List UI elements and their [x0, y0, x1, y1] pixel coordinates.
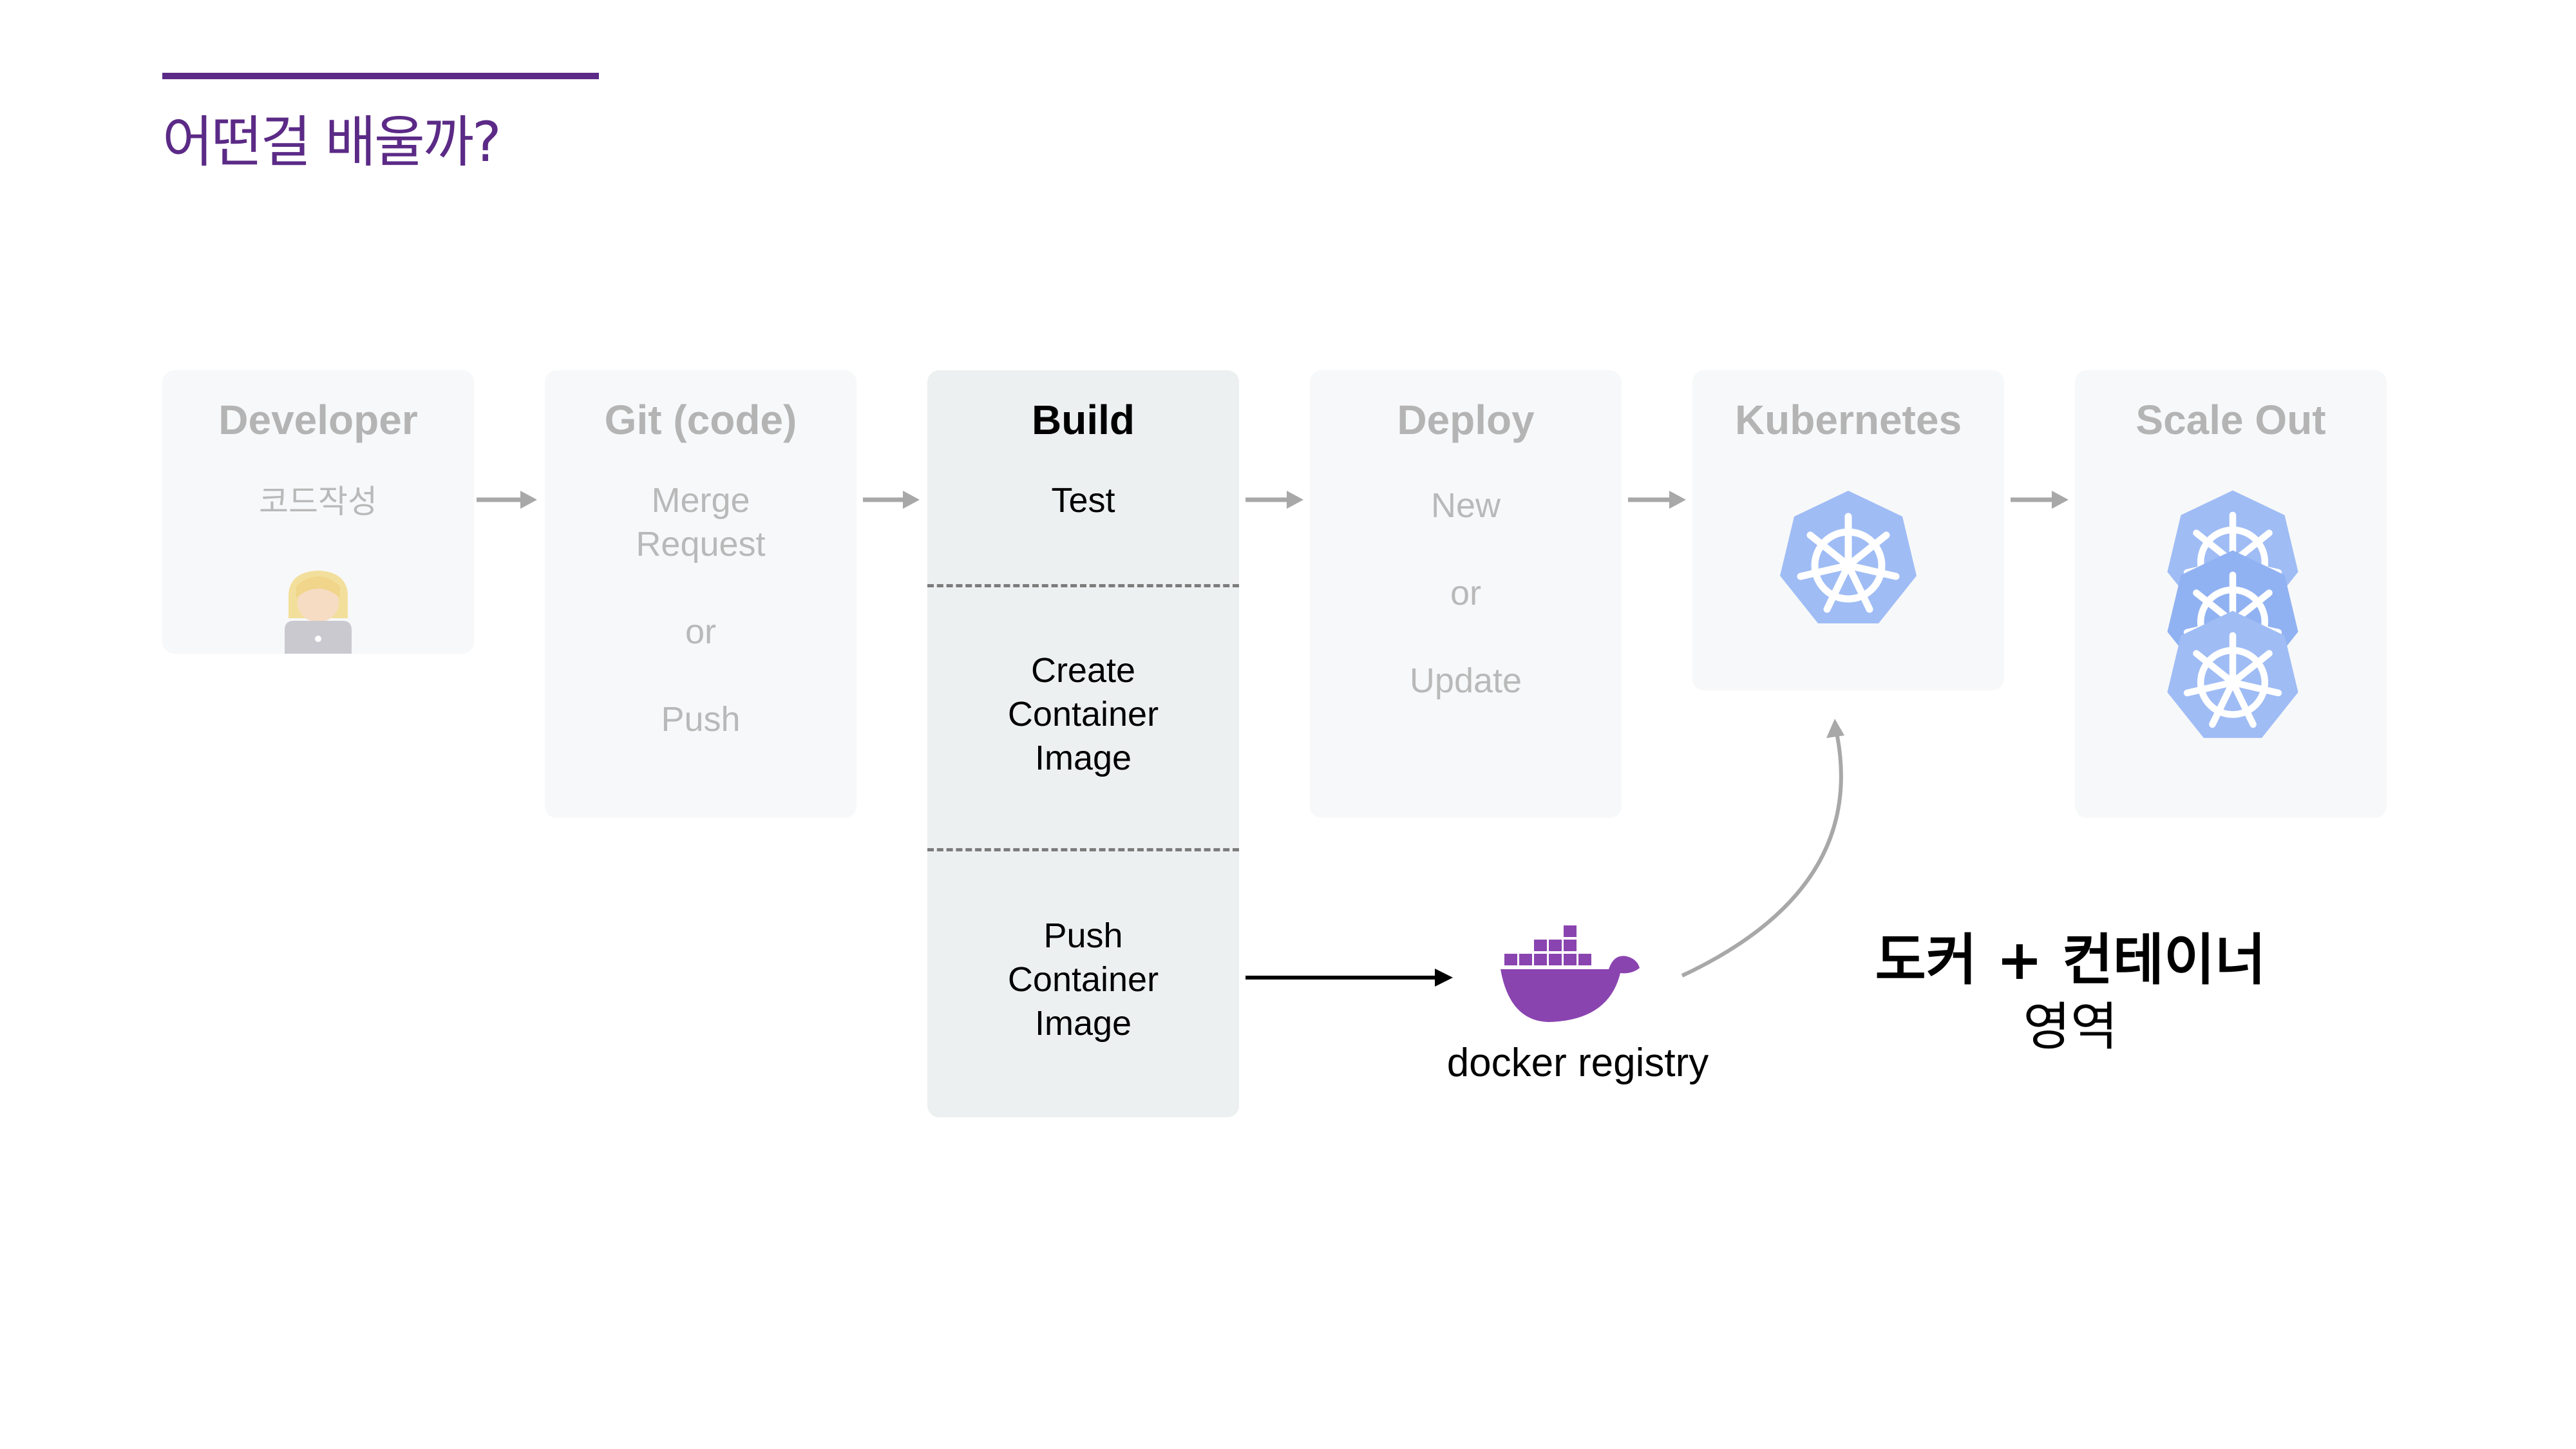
area-title: 도커 + 컨테이너	[1875, 928, 2266, 992]
area-subtitle: 영역	[2023, 997, 2118, 1057]
build-step-push-line: Container	[1007, 960, 1159, 999]
card-title-kubernetes: Kubernetes	[1734, 397, 1962, 443]
arrow-right-icon	[863, 491, 920, 509]
build-divider	[927, 584, 1239, 587]
arrow-right-icon	[1245, 969, 1453, 987]
card-deploy: Deploy New or Update	[1310, 370, 1622, 818]
card-title-build: Build	[1032, 397, 1135, 443]
card-title-deploy: Deploy	[1397, 397, 1535, 443]
card-developer: Developer 코드작성	[162, 370, 474, 654]
technologist-icon	[282, 567, 354, 654]
card-build: Build Test Create Container Image Push C…	[927, 370, 1239, 1117]
git-line: or	[685, 612, 716, 651]
card-title-developer: Developer	[218, 397, 418, 443]
deploy-line: Update	[1409, 661, 1522, 700]
build-step-create-line: Image	[1034, 739, 1132, 777]
arrow-right-icon	[2011, 491, 2069, 509]
title-accent-bar	[162, 73, 599, 79]
deploy-line: New	[1430, 486, 1501, 525]
card-scale-out: Scale Out	[2075, 370, 2387, 818]
arrow-right-icon	[1245, 491, 1303, 509]
build-step-test: Test	[1051, 481, 1115, 520]
developer-subtitle: 코드작성	[259, 483, 377, 520]
build-step-create-line: Create	[1030, 651, 1136, 690]
build-step-create-line: Container	[1007, 695, 1159, 734]
build-step-push-line: Image	[1034, 1004, 1132, 1043]
git-line: Push	[661, 700, 741, 739]
card-kubernetes: Kubernetes	[1692, 370, 2004, 690]
card-title-scale-out: Scale Out	[2136, 397, 2326, 443]
docker-whale-icon	[1501, 924, 1642, 1027]
curved-arrow-icon	[1681, 719, 1844, 978]
git-line: Request	[636, 525, 766, 564]
arrow-right-icon	[477, 491, 537, 509]
build-step-push-line: Push	[1043, 916, 1123, 955]
card-title-git: Git (code)	[604, 397, 797, 443]
card-git: Git (code) Merge Request or Push	[545, 370, 857, 818]
arrow-right-icon	[1628, 491, 1686, 509]
git-line: Merge	[651, 481, 750, 520]
kubernetes-helm-icon	[2159, 603, 2307, 752]
kubernetes-helm-icon	[1771, 483, 1926, 638]
docker-registry-label: docker registry	[1446, 1041, 1709, 1085]
deploy-line: or	[1450, 574, 1481, 612]
build-divider	[927, 848, 1239, 851]
slide-title: 어떤걸 배울까?	[162, 110, 502, 175]
